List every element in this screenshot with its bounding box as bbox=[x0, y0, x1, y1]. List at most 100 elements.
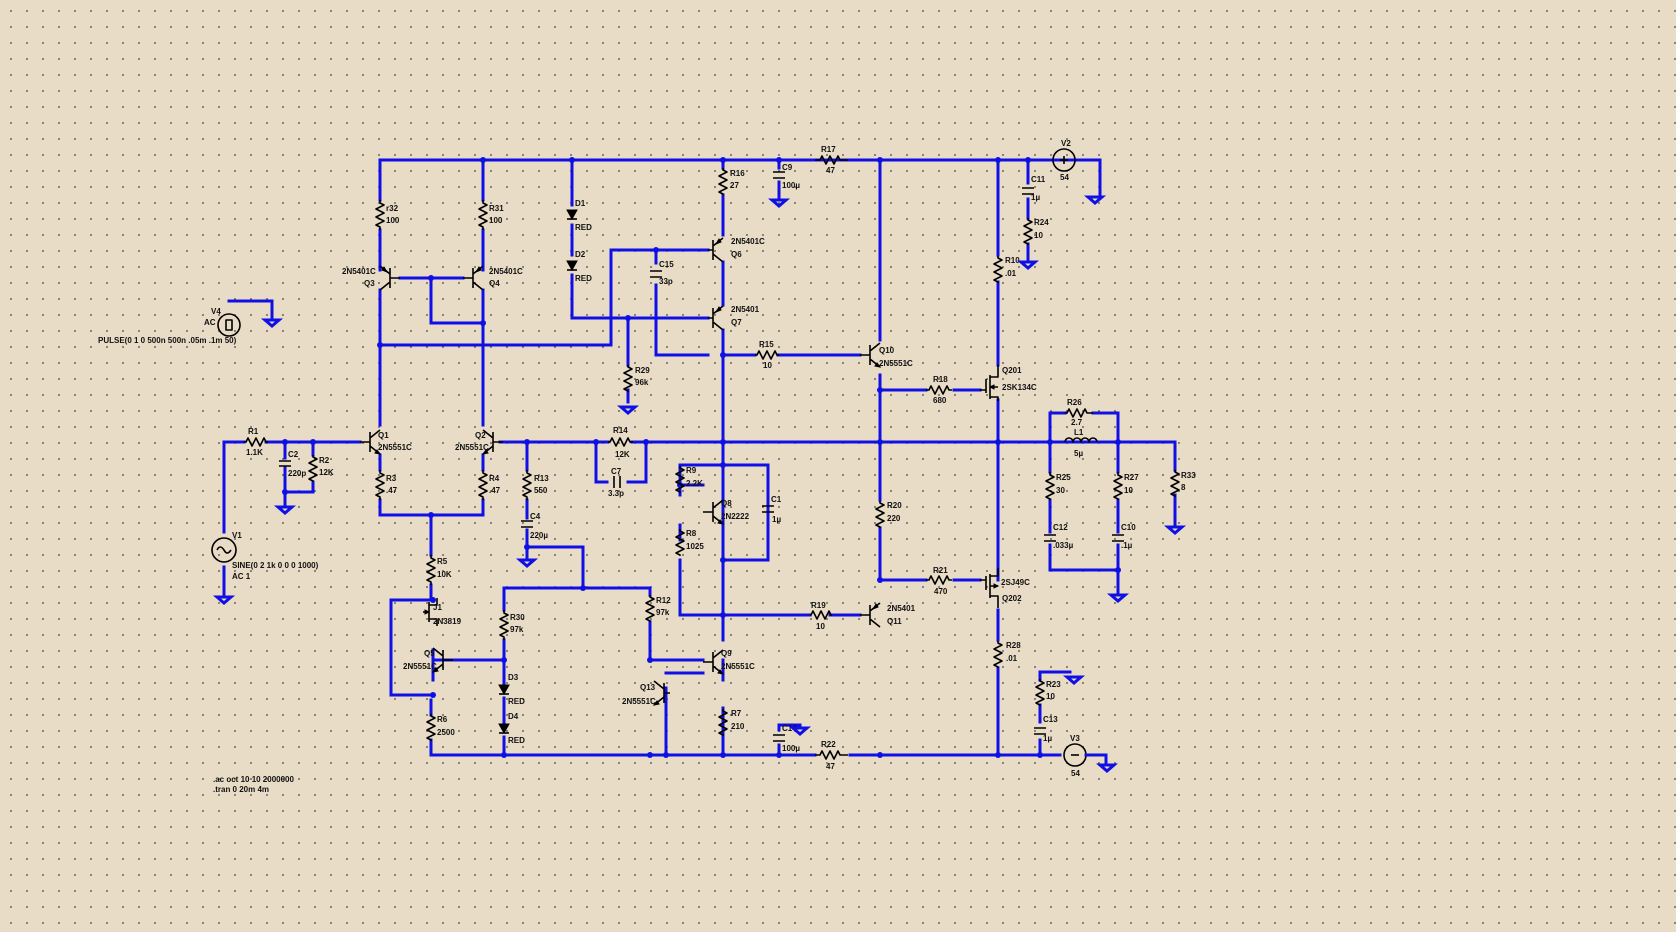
capacitor-c14[interactable]: C14 100µ bbox=[773, 724, 800, 753]
d3-name: D3 bbox=[508, 673, 519, 682]
r1-value: 1.1K bbox=[246, 448, 263, 457]
resistor-r20[interactable]: R20 220 bbox=[875, 501, 902, 528]
ground-symbols bbox=[212, 195, 1187, 773]
resistor-r5[interactable]: R5 10K bbox=[426, 555, 452, 585]
r24-value: 10 bbox=[1034, 231, 1043, 240]
r23-name: R23 bbox=[1046, 680, 1061, 689]
resistor-r8[interactable]: R8 1025 bbox=[675, 529, 704, 556]
resistor-r14[interactable]: R14 12K bbox=[608, 426, 633, 459]
r21-value: 470 bbox=[934, 587, 948, 596]
resistor-r16[interactable]: R16 27 bbox=[718, 168, 745, 195]
j1-name: J1 bbox=[433, 603, 442, 612]
q2-model: 2N5551C bbox=[455, 443, 489, 452]
resistor-r19[interactable]: R19 10 bbox=[810, 601, 832, 631]
resistor-r33[interactable]: R33 8 bbox=[1170, 470, 1196, 497]
resistor-r2[interactable]: R2 12K bbox=[308, 455, 334, 482]
voltage-source-v1[interactable]: V1 SINE(0 2 1k 0 0 0 1000) AC 1 bbox=[211, 531, 319, 581]
d2-name: D2 bbox=[575, 250, 586, 259]
resistor-r31[interactable]: R31 100 bbox=[478, 200, 504, 230]
resistor-r15[interactable]: R15 10 bbox=[755, 340, 779, 370]
c7-name: C7 bbox=[611, 467, 622, 476]
l1-name: L1 bbox=[1074, 428, 1084, 437]
resistor-r23[interactable]: R23 10 bbox=[1035, 679, 1061, 706]
resistor-r4[interactable]: R4 .47 bbox=[478, 470, 501, 500]
diode-d2[interactable]: D2 RED bbox=[566, 250, 592, 283]
transistor-q10[interactable]: Q10 2N5551C bbox=[860, 342, 913, 368]
q201-model: 2SK134C bbox=[1002, 383, 1037, 392]
r6-name: R6 bbox=[437, 715, 448, 724]
resistor-r26[interactable]: R26 2.7 bbox=[1065, 398, 1093, 427]
resistor-r3[interactable]: R3 .47 bbox=[375, 470, 398, 500]
resistor-r30[interactable]: R30 97k bbox=[499, 610, 525, 640]
resistor-r6[interactable]: R6 2500 bbox=[426, 714, 455, 741]
transistor-q8[interactable]: Q8 2N2222 bbox=[703, 499, 750, 525]
r19-name: R19 bbox=[811, 601, 826, 610]
diode-d3[interactable]: D3 RED bbox=[498, 673, 525, 706]
capacitor-c11[interactable]: C11 1µ bbox=[1022, 175, 1046, 202]
capacitor-c7[interactable]: C7 3.3p bbox=[608, 467, 624, 498]
transistor-q6[interactable]: 2N5401C Q6 bbox=[708, 237, 765, 263]
r7-value: 210 bbox=[731, 722, 745, 731]
directive-tran: .tran 0 20m 4m bbox=[213, 785, 269, 794]
c10-value: .1µ bbox=[1121, 541, 1133, 550]
transistor-q5[interactable]: Q5 2N5551C bbox=[403, 647, 453, 673]
capacitor-c15[interactable]: C15 33p bbox=[650, 260, 674, 286]
q1-name: Q1 bbox=[378, 431, 389, 440]
c12-value: .033µ bbox=[1053, 541, 1074, 550]
inductor-l1[interactable]: L1 5µ bbox=[1064, 428, 1098, 458]
resistor-r7[interactable]: R7 210 bbox=[718, 709, 745, 736]
d1-name: D1 bbox=[575, 199, 586, 208]
r16-name: R16 bbox=[730, 169, 745, 178]
r10-name: R10 bbox=[1005, 256, 1020, 265]
resistor-r21[interactable]: R21 470 bbox=[926, 566, 952, 596]
resistor-r29[interactable]: R29 96k bbox=[623, 365, 650, 392]
r7-name: R7 bbox=[731, 709, 742, 718]
transistor-q11[interactable]: 2N5401 Q11 bbox=[860, 602, 916, 628]
transistor-q13[interactable]: Q13 2N5551C bbox=[622, 680, 670, 706]
resistor-r27[interactable]: R27 10 bbox=[1113, 472, 1139, 500]
transistor-q4[interactable]: 2N5401C Q4 bbox=[463, 265, 523, 291]
resistor-r9[interactable]: R9 2.2K bbox=[675, 466, 703, 493]
resistor-r24[interactable]: R24 10 bbox=[1023, 218, 1049, 245]
transistor-q7[interactable]: 2N5401 Q7 bbox=[708, 305, 760, 331]
r8-name: R8 bbox=[686, 529, 697, 538]
diode-d4[interactable]: D4 RED bbox=[498, 712, 525, 745]
capacitor-c4[interactable]: C4 220µ bbox=[521, 512, 548, 540]
capacitor-c2[interactable]: C2 220p bbox=[279, 450, 306, 478]
r4-value: .47 bbox=[489, 486, 501, 495]
capacitor-c12[interactable]: C12 .033µ bbox=[1044, 523, 1074, 550]
resistor-r13[interactable]: R13 550 bbox=[522, 470, 549, 500]
jfet-j1[interactable]: J1 2N3819 bbox=[423, 598, 462, 626]
spice-directives[interactable]: .ac oct 10 10 2000000 .tran 0 20m 4m bbox=[213, 775, 295, 794]
voltage-source-v4[interactable]: V4 AC PULSE(0 1 0 500n 500n .05m .1m 50) bbox=[98, 307, 241, 345]
diode-d1[interactable]: D1 RED bbox=[566, 199, 592, 232]
resistor-r1[interactable]: R1 1.1K bbox=[244, 427, 268, 457]
capacitor-c13[interactable]: C13 1µ bbox=[1034, 715, 1058, 743]
resistor-r22[interactable]: R22 47 bbox=[815, 740, 848, 771]
resistor-r28[interactable]: R28 .01 bbox=[993, 641, 1021, 668]
resistor-r32[interactable]: r32 100 bbox=[375, 200, 400, 230]
transistor-q1[interactable]: Q1 2N5551C bbox=[360, 429, 412, 455]
transistor-q3[interactable]: 2N5401C Q3 bbox=[342, 265, 400, 291]
q11-model: 2N5401 bbox=[887, 604, 916, 613]
wires[interactable] bbox=[222, 158, 1177, 757]
mosfet-q201[interactable]: Q201 2SK134C bbox=[980, 365, 1037, 401]
capacitor-c9[interactable]: C9 100µ bbox=[773, 163, 800, 190]
r14-name: R14 bbox=[613, 426, 628, 435]
voltage-source-v3[interactable]: V3 54 bbox=[1063, 734, 1087, 778]
transistor-q2[interactable]: Q2 2N5551C bbox=[455, 429, 503, 455]
q201-name: Q201 bbox=[1002, 366, 1022, 375]
capacitor-c10[interactable]: C10 .1µ bbox=[1112, 523, 1136, 550]
mosfet-q202[interactable]: 2SJ49C Q202 bbox=[980, 568, 1030, 608]
resistor-r12[interactable]: R12 97k bbox=[645, 595, 671, 622]
transistor-q9[interactable]: Q9 2N5551C bbox=[703, 649, 755, 675]
resistor-r18[interactable]: R18 680 bbox=[926, 375, 952, 405]
capacitor-c1[interactable]: C1 1µ bbox=[762, 495, 782, 524]
resistor-r17[interactable]: R17 47 bbox=[815, 145, 848, 175]
resistor-r25[interactable]: R25 30 bbox=[1045, 472, 1071, 500]
r19-value: 10 bbox=[816, 622, 825, 631]
voltage-source-v2[interactable]: V2 54 bbox=[1052, 139, 1076, 182]
resistor-r10[interactable]: R10 .01 bbox=[993, 256, 1020, 283]
r28-value: .01 bbox=[1006, 654, 1018, 663]
